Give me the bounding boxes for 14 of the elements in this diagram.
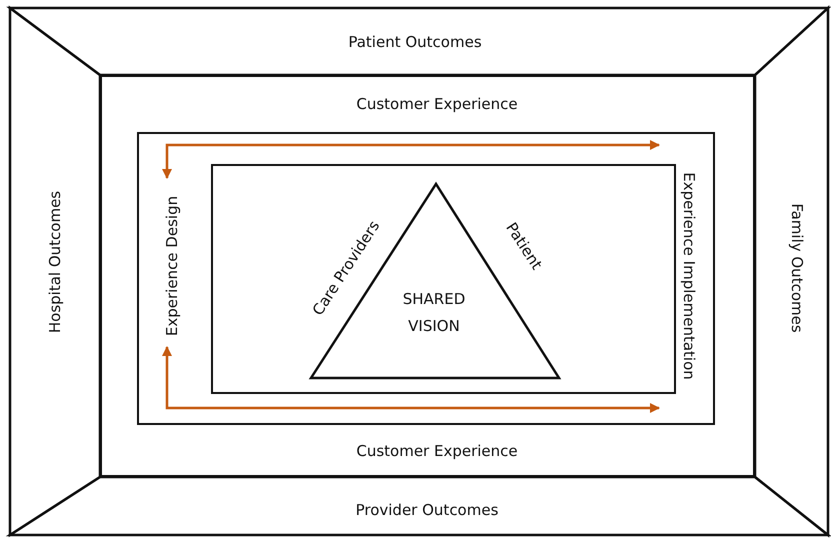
panel-label: Hospital Outcomes [46,190,64,334]
arrow [162,346,660,413]
heading-text: Customer Experience [356,442,518,460]
panel-label: Provider Outcomes [356,501,498,519]
heading-text: Customer Experience [356,95,518,113]
arrow [162,140,660,179]
side-label: Experience Implementation [680,172,698,380]
side-label: Experience Design [163,196,181,336]
panel-label: Family Outcomes [788,203,806,333]
vision-box [211,164,676,394]
frame-box [137,132,715,425]
panel-label: Patient Outcomes [348,33,482,51]
center-label: SHARED VISION [402,289,466,337]
frame-box [100,75,755,477]
